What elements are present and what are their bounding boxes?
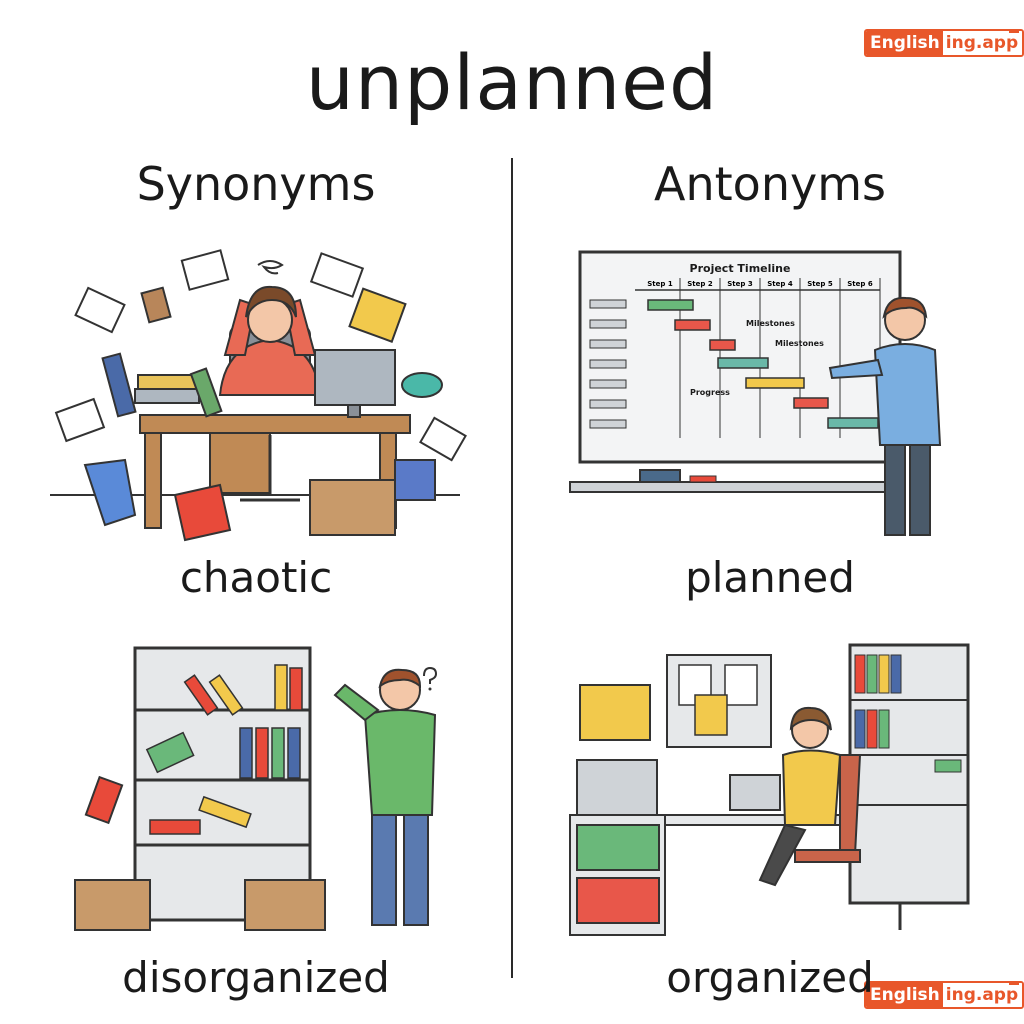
antonym-word-planned: planned [685, 553, 855, 602]
timeline-step-label: Step 3 [727, 280, 753, 288]
page-title: unplanned [305, 38, 719, 127]
synonyms-heading: Synonyms [136, 157, 376, 211]
timeline-title: Project Timeline [690, 262, 791, 275]
brand-badge-part1: English [866, 983, 943, 1007]
stress-swirl-icon [257, 260, 284, 275]
brand-badge-top: English ing.app [864, 29, 1024, 57]
timeline-step-label: Step 5 [807, 280, 833, 288]
center-divider [511, 158, 513, 978]
progress-label: Progress [690, 388, 730, 397]
task-row [589, 319, 627, 329]
task-row [589, 339, 627, 349]
brand-badge-part2: ing.app [942, 31, 1023, 55]
brand-badge-part1: English [866, 31, 943, 55]
timeline-step-label: Step 1 [647, 280, 673, 288]
antonyms-heading: Antonyms [654, 157, 886, 211]
timeline-step-label: Step 2 [687, 280, 713, 288]
synonym-word-disorganized: disorganized [122, 953, 390, 1002]
milestone-label-1: Milestones [746, 319, 795, 328]
task-row [589, 359, 627, 369]
timeline-step-label: Step 6 [847, 280, 873, 288]
timeline-step-label: Step 4 [767, 280, 793, 288]
graduation-cap-icon [1009, 983, 1020, 985]
brand-badge-part2: ing.app [942, 983, 1023, 1007]
synonym-word-chaotic: chaotic [179, 553, 333, 602]
planned-illustration: Project Timeline Step 1 Step 2 Step 3 Step … [569, 250, 942, 536]
task-row [589, 419, 627, 429]
task-row [589, 399, 627, 409]
task-row [589, 299, 627, 309]
question-mark-icon [423, 666, 438, 691]
chaotic-illustration [50, 249, 467, 542]
graduation-cap-icon [1009, 31, 1020, 33]
organized-illustration [569, 643, 970, 936]
task-row [589, 379, 627, 389]
milestone-label-2: Milestones [775, 339, 824, 348]
task-list [589, 299, 627, 429]
disorganized-illustration [74, 646, 438, 931]
antonym-word-organized: organized [666, 953, 874, 1002]
brand-badge-bottom: English ing.app [864, 981, 1024, 1009]
